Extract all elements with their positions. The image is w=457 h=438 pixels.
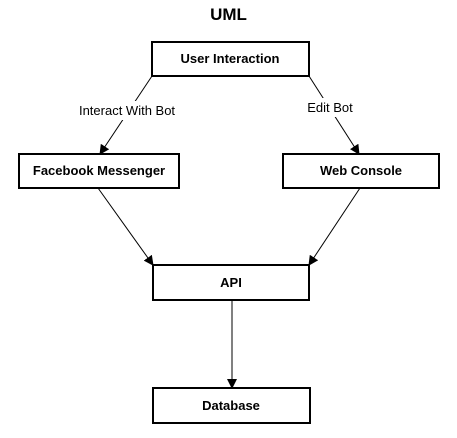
edge-webconsole-to-api: [308, 187, 361, 266]
node-web-console: Web Console: [282, 153, 440, 189]
edge-label-bg-edit: [304, 98, 356, 117]
node-user-interaction: User Interaction: [151, 41, 310, 77]
node-facebook-messenger-label: Facebook Messenger: [33, 163, 165, 178]
node-api-label: API: [220, 275, 242, 290]
node-facebook-messenger: Facebook Messenger: [18, 153, 180, 189]
node-user-interaction-label: User Interaction: [181, 51, 280, 66]
node-database-label: Database: [202, 398, 260, 413]
edge-label-bg-interact: [76, 101, 179, 120]
diagram-title: UML: [210, 5, 247, 24]
node-database: Database: [152, 387, 311, 424]
edge-facebook-to-api: [97, 187, 154, 266]
edge-label-interact-with-bot: Interact With Bot: [79, 103, 175, 118]
edges: [97, 75, 361, 389]
edge-label-edit-bot: Edit Bot: [307, 100, 353, 115]
node-api: API: [152, 264, 310, 301]
node-web-console-label: Web Console: [320, 163, 402, 178]
